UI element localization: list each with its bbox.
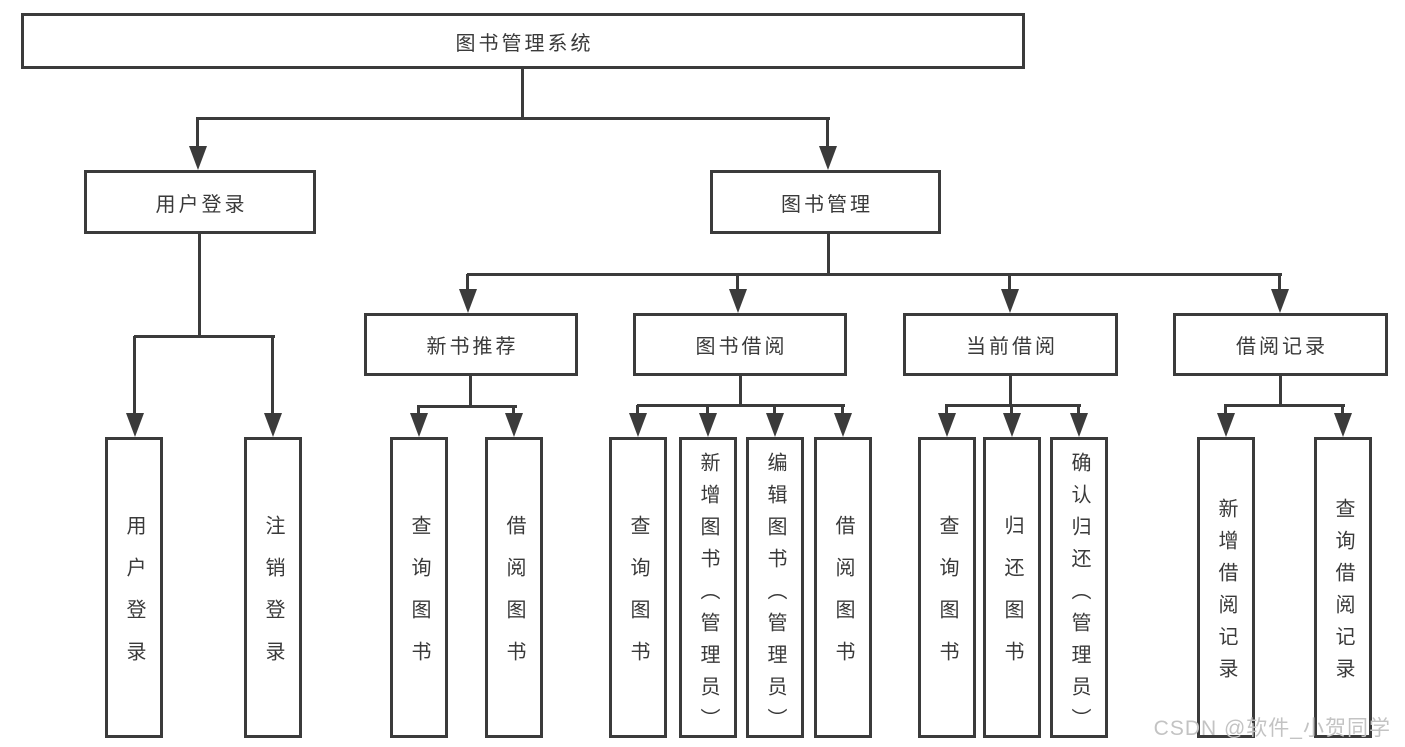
- leaf-borrow-books: 借阅图书: [814, 437, 872, 738]
- watermark: CSDN @软件_小贺同学: [1153, 717, 1391, 740]
- node-label: 注销登录: [262, 514, 284, 683]
- connector-line: [521, 69, 524, 119]
- node-borrowing-records: 借阅记录: [1173, 313, 1388, 376]
- node-label: 图书借阅: [695, 336, 788, 358]
- arrow-down-icon: [264, 413, 282, 437]
- node-label: 查询图书: [936, 514, 958, 683]
- arrow-down-icon: [1271, 289, 1289, 313]
- node-label: 确认归还（管理员）: [1068, 452, 1090, 740]
- leaf-borrow-books-recommend: 借阅图书: [485, 437, 543, 738]
- connector-line: [1341, 405, 1344, 416]
- node-label: 新增借阅记录: [1215, 497, 1237, 690]
- connector-line: [198, 234, 201, 338]
- arrow-down-icon: [938, 413, 956, 437]
- connector-line: [417, 405, 517, 408]
- node-label: 编辑图书（管理员）: [764, 452, 786, 740]
- connector-line: [197, 117, 830, 120]
- node-label: 新书推荐: [426, 336, 519, 358]
- connector-line: [945, 405, 948, 416]
- connector-line: [736, 274, 739, 292]
- node-current-borrowing: 当前借阅: [903, 313, 1118, 376]
- arrow-down-icon: [699, 413, 717, 437]
- node-book-management-system: 图书管理系统: [21, 13, 1025, 69]
- connector-line: [134, 335, 275, 338]
- arrow-down-icon: [1001, 289, 1019, 313]
- leaf-user-login: 用户登录: [105, 437, 163, 738]
- connector-line: [466, 274, 469, 292]
- node-label: 借阅图书: [832, 514, 854, 683]
- connector-line: [1010, 405, 1013, 416]
- connector-line: [1008, 274, 1011, 292]
- arrow-down-icon: [505, 413, 523, 437]
- arrow-down-icon: [629, 413, 647, 437]
- connector-line: [1279, 376, 1282, 407]
- arrow-down-icon: [819, 146, 837, 170]
- connector-line: [826, 117, 829, 149]
- node-user-login: 用户登录: [84, 170, 316, 234]
- node-new-book-recommendation: 新书推荐: [364, 313, 578, 376]
- connector-line: [1224, 405, 1227, 416]
- node-label: 当前借阅: [966, 336, 1058, 358]
- connector-line: [512, 405, 515, 416]
- node-label: 用户登录: [123, 514, 145, 683]
- arrow-down-icon: [126, 413, 144, 437]
- arrow-down-icon: [1003, 413, 1021, 437]
- arrow-down-icon: [1070, 413, 1088, 437]
- arrow-down-icon: [766, 413, 784, 437]
- node-label: 图书管理: [781, 193, 873, 216]
- arrow-down-icon: [410, 413, 428, 437]
- leaf-search-books-borrow: 查询图书: [609, 437, 667, 738]
- arrow-down-icon: [1217, 413, 1235, 437]
- node-label: 查询图书: [408, 514, 430, 683]
- arrow-down-icon: [834, 413, 852, 437]
- connector-line: [196, 117, 199, 149]
- connector-line: [945, 404, 1081, 407]
- node-label: 图书管理系统: [455, 32, 594, 55]
- node-label: 查询借阅记录: [1332, 497, 1354, 690]
- node-label: 查询图书: [627, 514, 649, 683]
- leaf-add-books-admin: 新增图书（管理员）: [679, 437, 737, 740]
- arrow-down-icon: [189, 146, 207, 170]
- node-label: 归还图书: [1001, 514, 1023, 683]
- leaf-search-books-recommend: 查询图书: [390, 437, 448, 738]
- arrow-down-icon: [1334, 413, 1352, 437]
- connector-line: [636, 405, 639, 416]
- arrow-down-icon: [729, 289, 747, 313]
- node-label: 借阅记录: [1236, 336, 1328, 358]
- connector-line: [1224, 404, 1345, 407]
- connector-line: [773, 405, 776, 416]
- leaf-search-books-current: 查询图书: [918, 437, 976, 738]
- connector-line: [841, 405, 844, 416]
- leaf-return-books: 归还图书: [983, 437, 1041, 738]
- leaf-confirm-return-admin: 确认归还（管理员）: [1050, 437, 1108, 740]
- connector-line: [1278, 274, 1281, 292]
- leaf-logout: 注销登录: [244, 437, 302, 738]
- connector-line: [827, 234, 830, 275]
- connector-line: [1077, 405, 1080, 416]
- leaf-edit-books-admin: 编辑图书（管理员）: [746, 437, 804, 740]
- node-label: 用户登录: [155, 193, 248, 216]
- connector-line: [469, 376, 472, 408]
- leaf-add-borrow-record: 新增借阅记录: [1197, 437, 1255, 738]
- node-book-borrowing: 图书借阅: [633, 313, 847, 376]
- connector-line: [706, 405, 709, 416]
- connector-line: [467, 273, 1282, 276]
- connector-line: [133, 336, 136, 416]
- arrow-down-icon: [459, 289, 477, 313]
- connector-line: [637, 404, 845, 407]
- node-book-management: 图书管理: [710, 170, 941, 234]
- connector-line: [739, 376, 742, 407]
- connector-line: [417, 405, 420, 416]
- connector-line: [271, 336, 274, 416]
- node-label: 新增图书（管理员）: [697, 452, 719, 740]
- leaf-search-borrow-record: 查询借阅记录: [1314, 437, 1372, 738]
- connector-line: [1009, 376, 1012, 407]
- node-label: 借阅图书: [503, 514, 525, 683]
